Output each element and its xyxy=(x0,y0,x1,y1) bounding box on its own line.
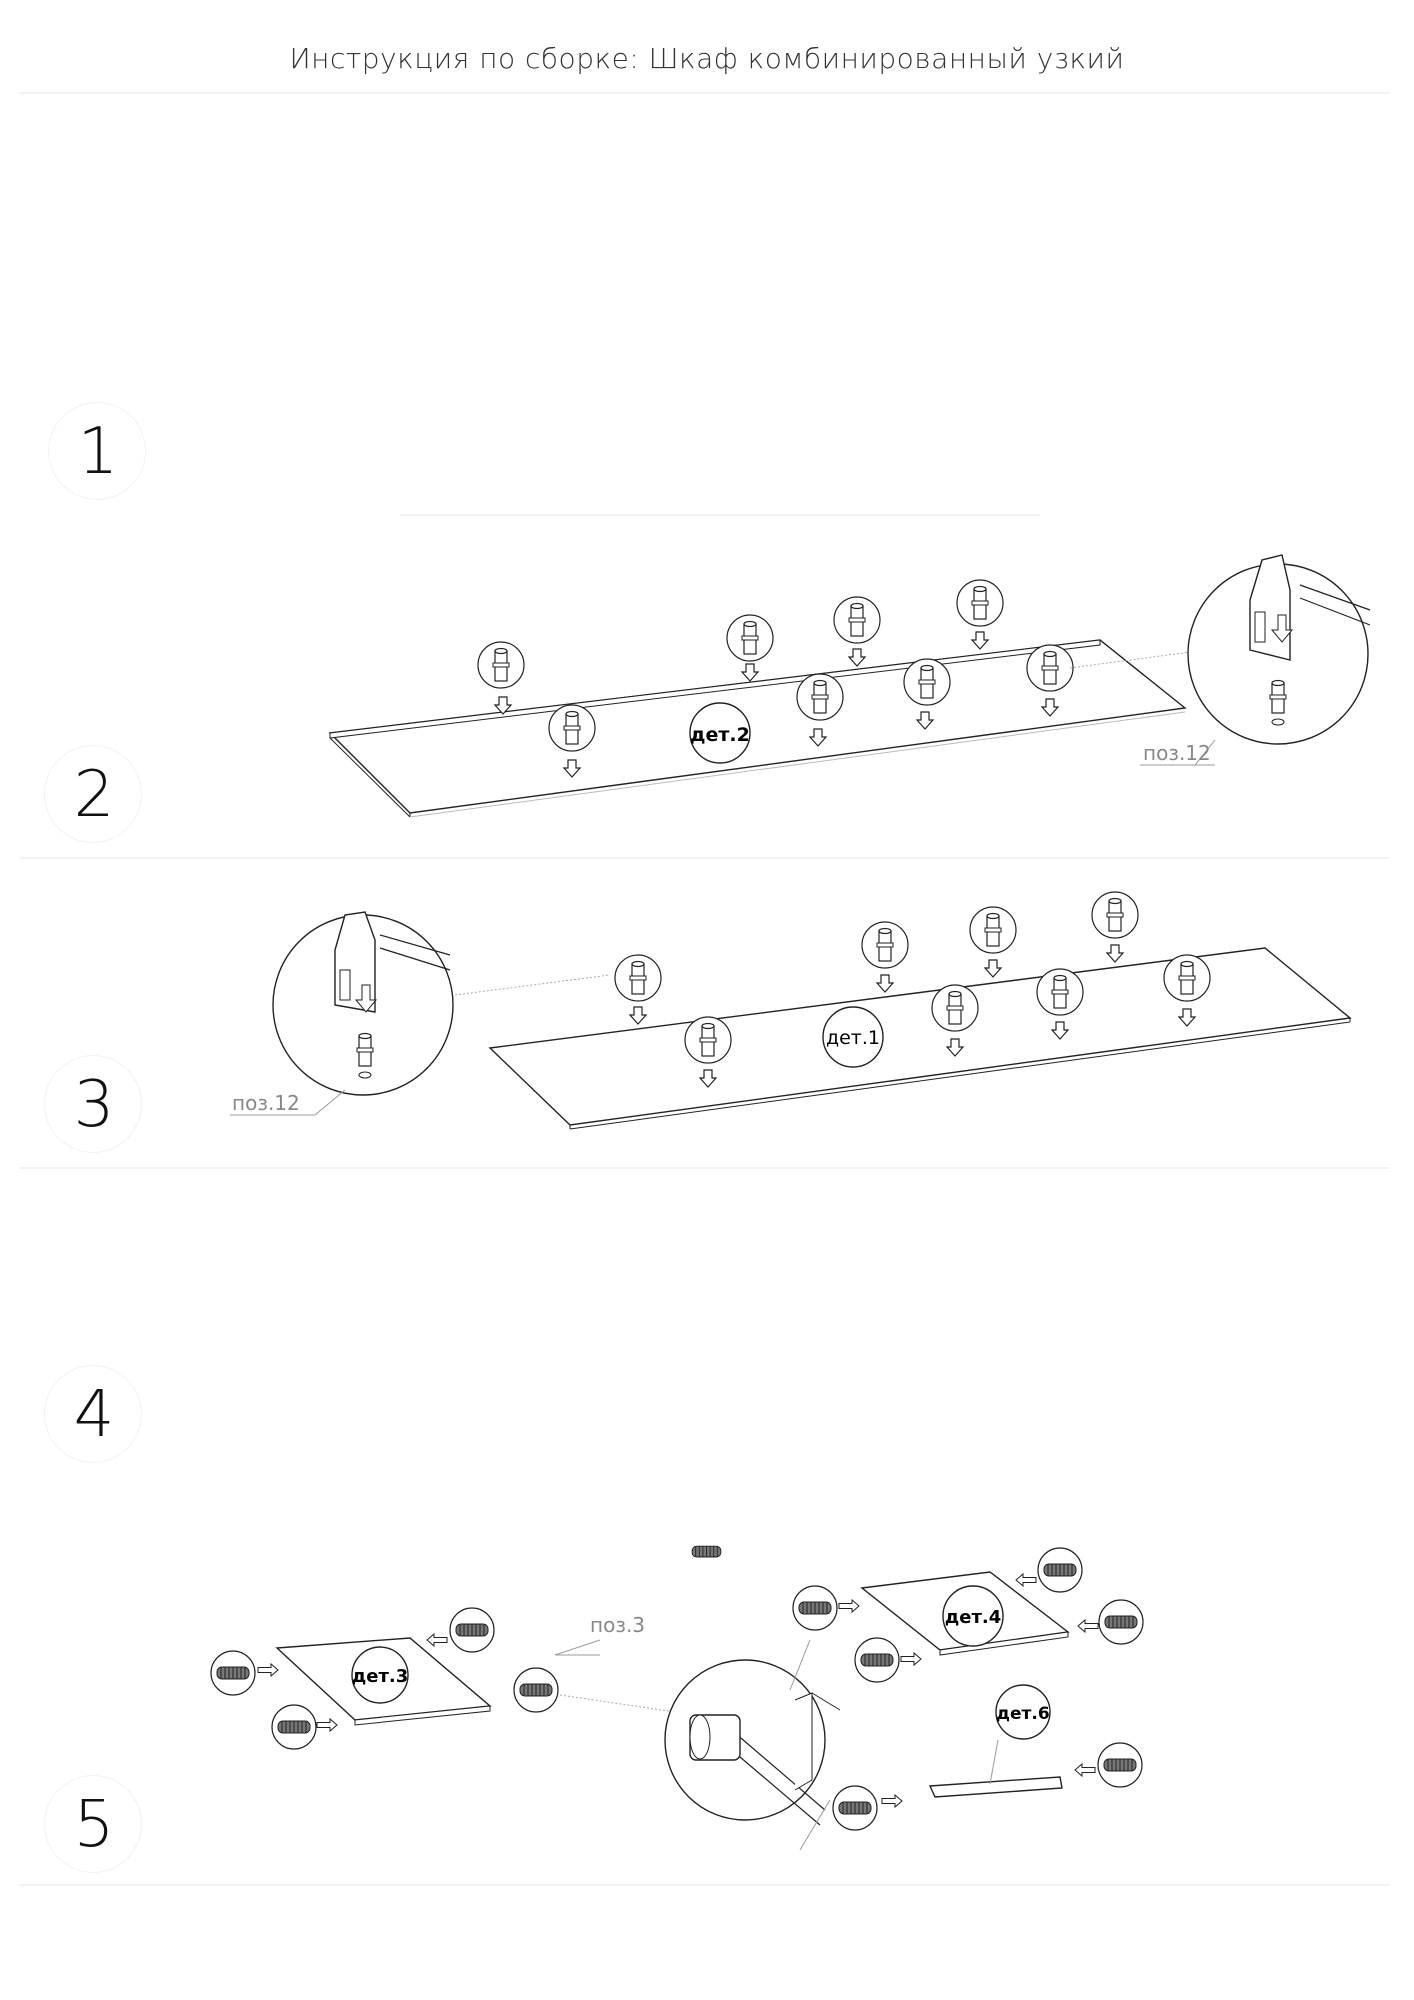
page-title: Инструкция по сборке: Шкаф комбинированн… xyxy=(289,42,1125,75)
det1-label: дет.1 xyxy=(826,1027,880,1049)
det4-marker xyxy=(942,1585,1004,1647)
det2-label: дет.2 xyxy=(690,724,750,746)
step-number-1: 1 xyxy=(48,402,148,502)
section-dividers xyxy=(20,92,1390,1886)
det6-panel xyxy=(928,1739,1063,1798)
step-number-5: 5 xyxy=(44,1775,144,1875)
step-number-4: 4 xyxy=(44,1365,144,1465)
det4-label: дет.4 xyxy=(945,1607,1002,1628)
det2-marker xyxy=(689,702,751,764)
det3-label: дет.3 xyxy=(352,1666,409,1687)
poz12-label-step3: поз.12 xyxy=(232,1091,300,1115)
det3-marker xyxy=(351,1646,409,1704)
step3-zoom-detail xyxy=(230,911,611,1116)
poz12-label-step2: поз.12 xyxy=(1143,741,1211,765)
step2-zoom-detail xyxy=(1069,554,1371,766)
det1-marker xyxy=(822,1006,884,1068)
det6-label: дет.6 xyxy=(996,1704,1049,1724)
det6-marker xyxy=(995,1684,1051,1740)
poz3-label: поз.3 xyxy=(590,1613,645,1637)
step-number-3: 3 xyxy=(44,1055,144,1155)
step-number-2: 2 xyxy=(44,745,144,845)
step5-zoom-detail xyxy=(554,1545,841,1851)
step2-panel xyxy=(328,639,1187,818)
